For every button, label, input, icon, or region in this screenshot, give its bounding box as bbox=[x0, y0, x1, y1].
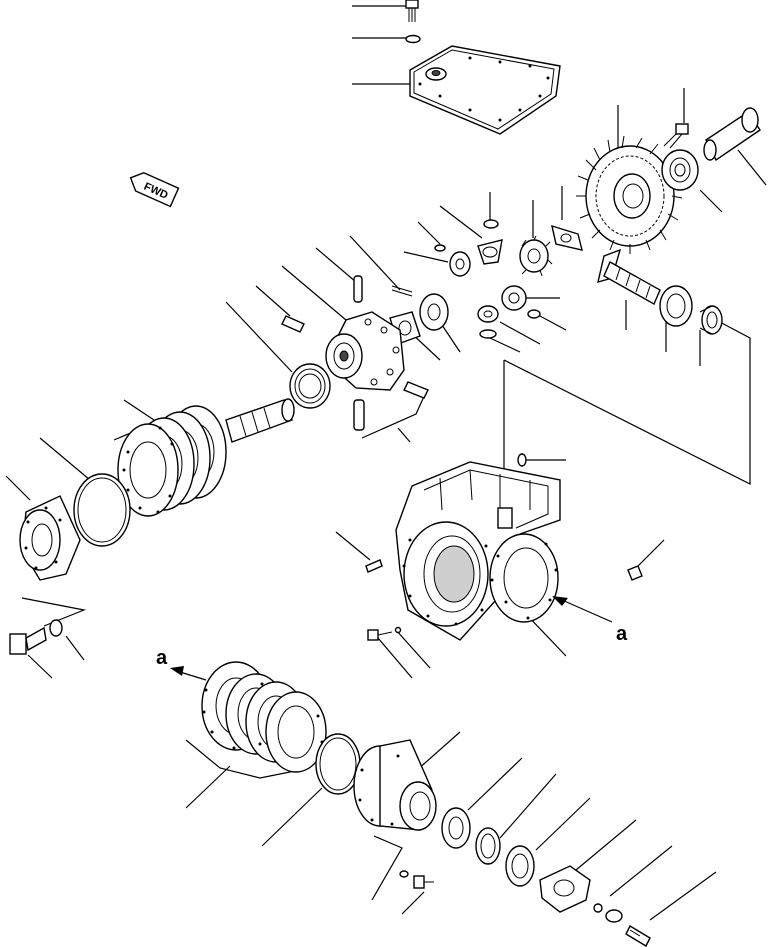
leader-line bbox=[65, 635, 85, 661]
small-gear bbox=[449, 251, 471, 277]
side-gear bbox=[519, 235, 553, 277]
forward-arrow-badge: FWD bbox=[129, 171, 180, 208]
leader-line bbox=[539, 315, 567, 331]
yoke-washer-small bbox=[593, 903, 603, 913]
side-washer bbox=[551, 224, 583, 251]
leader-line bbox=[395, 629, 431, 669]
connection-arrow-left bbox=[170, 666, 207, 681]
differential-side-gear bbox=[419, 293, 449, 331]
lower-pin bbox=[353, 399, 365, 431]
set-screw-right bbox=[403, 381, 429, 399]
output-yoke bbox=[539, 865, 591, 913]
wheel-bearing bbox=[441, 807, 471, 849]
housing-dowel bbox=[365, 559, 383, 573]
leader-line bbox=[349, 235, 401, 291]
leader-line bbox=[609, 845, 673, 897]
dowel-pin bbox=[353, 275, 363, 303]
pinion-collar bbox=[699, 305, 723, 335]
leader-line bbox=[377, 637, 413, 679]
housing-washer bbox=[394, 626, 402, 634]
leader-line bbox=[439, 205, 483, 239]
pinion-bearing-lower bbox=[659, 285, 693, 327]
leader-line bbox=[397, 427, 411, 443]
leader-line bbox=[499, 773, 557, 839]
flange-washer bbox=[399, 870, 409, 878]
axle-shaft bbox=[225, 398, 295, 443]
thrust-washer bbox=[483, 219, 499, 229]
axle-flange-housing bbox=[353, 739, 437, 831]
leader-line bbox=[503, 319, 751, 485]
leader-line bbox=[649, 871, 717, 921]
leader-line bbox=[635, 539, 665, 569]
left-brake-housing bbox=[19, 495, 81, 581]
bolt-washer-left bbox=[49, 619, 63, 637]
leader-line bbox=[315, 247, 357, 283]
leader-line bbox=[27, 654, 53, 679]
leader-line bbox=[185, 765, 231, 809]
leader-line bbox=[261, 787, 323, 847]
top-bolt bbox=[405, 0, 419, 22]
ring-gear bbox=[576, 135, 683, 254]
pinion-shaft bbox=[597, 248, 661, 305]
leader-line bbox=[699, 189, 723, 213]
pinion-bearing bbox=[661, 149, 699, 191]
yoke-washer bbox=[605, 909, 623, 923]
leader-line bbox=[535, 797, 591, 851]
o-ring-left bbox=[73, 473, 131, 547]
spider-washer bbox=[479, 329, 497, 339]
housing-nut bbox=[627, 565, 643, 581]
pinion-gear-lower bbox=[501, 285, 527, 311]
yoke-bolt bbox=[625, 925, 651, 947]
small-washer bbox=[434, 244, 446, 252]
oil-seal bbox=[505, 845, 535, 887]
leader-line bbox=[575, 819, 637, 871]
ring-gear-bolt bbox=[663, 123, 689, 149]
connection-mark-left: a bbox=[156, 647, 168, 669]
leader-line bbox=[5, 475, 31, 501]
leader-line bbox=[489, 337, 521, 353]
leader-line bbox=[361, 391, 427, 439]
leader-line bbox=[225, 301, 293, 373]
leader-line bbox=[417, 221, 441, 245]
leader-line bbox=[403, 251, 449, 263]
leader-line bbox=[185, 739, 301, 779]
housing-bolt bbox=[367, 629, 393, 641]
leader-line bbox=[439, 321, 461, 353]
differential-case bbox=[325, 311, 405, 391]
top-washer bbox=[405, 34, 421, 44]
connection-arrow-right bbox=[552, 596, 613, 623]
flange-bolt-left bbox=[9, 626, 47, 655]
flange-bolt bbox=[413, 875, 434, 889]
brake-disc-stack-right bbox=[201, 661, 327, 773]
leader-line bbox=[467, 757, 523, 811]
bearing-race bbox=[475, 827, 501, 865]
leader-line bbox=[371, 835, 403, 901]
top-cover-plate bbox=[409, 45, 561, 135]
leader-line bbox=[335, 531, 371, 561]
leader-line bbox=[401, 891, 425, 915]
pinion-gear bbox=[477, 239, 503, 265]
leader-line bbox=[499, 321, 541, 345]
input-shaft bbox=[703, 107, 761, 162]
spring-pin bbox=[391, 285, 413, 297]
housing-plug bbox=[517, 453, 527, 467]
connection-mark-right: a bbox=[616, 623, 628, 645]
leader-line bbox=[281, 265, 347, 321]
leader-line bbox=[737, 149, 767, 186]
set-screw-left bbox=[281, 315, 305, 333]
axle-housing bbox=[395, 461, 561, 641]
leader-line bbox=[39, 437, 91, 481]
leader-line bbox=[255, 285, 291, 317]
spider-gear bbox=[477, 305, 499, 323]
lower-washer bbox=[527, 309, 541, 319]
differential-bearing bbox=[289, 363, 331, 409]
brake-disc-stack-left bbox=[117, 405, 227, 517]
